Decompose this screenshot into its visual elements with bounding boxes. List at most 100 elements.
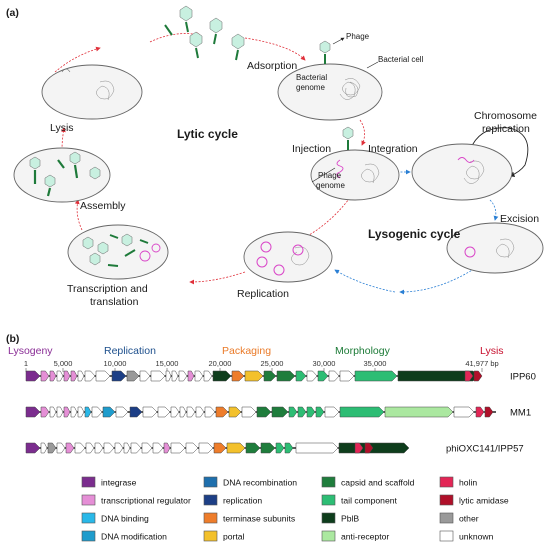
module-label: Lysis xyxy=(480,345,504,357)
gene-arrow xyxy=(102,406,116,418)
gene-arrow xyxy=(213,442,227,454)
legend-swatch xyxy=(321,494,336,506)
genome-name: phiOXC141/IPP57 xyxy=(446,444,524,455)
gene-arrow xyxy=(40,442,48,454)
legend-swatch xyxy=(439,476,454,488)
gene-arrow xyxy=(63,370,71,382)
axis-tick-label: 5,000 xyxy=(54,359,73,368)
gene-arrow xyxy=(256,406,272,418)
gene-arrow xyxy=(65,442,75,454)
module-label: Replication xyxy=(104,345,156,357)
phage-genome-callout-2: genome xyxy=(316,181,345,190)
bacterial-cell-callout: Bacterial cell xyxy=(378,55,424,64)
gene-arrow xyxy=(263,370,277,382)
gene-arrow xyxy=(384,406,454,418)
gene-arrow xyxy=(338,442,410,454)
gene-arrow xyxy=(324,406,340,418)
gene-arrow xyxy=(141,442,153,454)
legend-label: other xyxy=(459,514,479,524)
gene-arrow xyxy=(297,406,307,418)
phage-genome-callout-1: Phage xyxy=(318,171,342,180)
gene-arrow xyxy=(171,370,179,382)
gene-arrow xyxy=(194,370,204,382)
legend-label: PblB xyxy=(341,514,359,524)
gene-arrow xyxy=(354,442,364,454)
gene-arrow xyxy=(77,370,85,382)
genome-name: IPP60 xyxy=(510,372,536,383)
axis-tick-label: 1 xyxy=(24,359,28,368)
gene-arrow xyxy=(157,406,171,418)
gene-arrow xyxy=(179,406,187,418)
legend-swatch xyxy=(203,512,218,524)
released-phages xyxy=(164,5,245,61)
legend-label: portal xyxy=(223,532,245,542)
gene-arrow xyxy=(115,406,129,418)
cell-lysis xyxy=(41,64,143,120)
legend-swatch xyxy=(321,530,336,542)
cell-integration xyxy=(411,143,513,201)
gene-arrow xyxy=(47,442,57,454)
axis-tick-label: 41,977 bp xyxy=(465,359,498,368)
gene-arrow xyxy=(244,370,264,382)
phage-callout: Phage xyxy=(346,32,370,41)
gene-arrow xyxy=(473,370,483,382)
gene-arrow xyxy=(186,406,196,418)
cell-excision xyxy=(446,222,544,274)
gene-arrow xyxy=(56,406,64,418)
stage-lysis: Lysis xyxy=(50,122,74,134)
gene-arrow xyxy=(103,442,115,454)
gene-arrow xyxy=(187,370,195,382)
legend-swatch xyxy=(81,512,96,524)
gene-arrow xyxy=(203,370,213,382)
stage-transcription-2: translation xyxy=(90,296,139,308)
axis-tick-label: 25,000 xyxy=(261,359,284,368)
gene-arrow xyxy=(129,406,143,418)
legend-label: lytic amidase xyxy=(459,496,509,506)
cell-adsorption xyxy=(277,63,383,121)
legend-label: unknown xyxy=(459,532,494,542)
legend-swatch xyxy=(203,476,218,488)
gene-arrow xyxy=(91,406,103,418)
legend-label: DNA recombination xyxy=(223,478,297,488)
gene-arrow xyxy=(295,370,307,382)
gene-arrow xyxy=(212,370,232,382)
gene-arrow xyxy=(25,370,41,382)
legend-label: terminase subunits xyxy=(223,514,295,524)
gene-arrow xyxy=(464,370,474,382)
gene-arrow xyxy=(241,406,257,418)
stage-replication: Replication xyxy=(237,288,289,300)
gene-arrow xyxy=(271,406,289,418)
gene-arrow xyxy=(49,370,57,382)
legend-swatch xyxy=(203,530,218,542)
legend-label: integrase xyxy=(101,478,137,488)
axis-tick-label: 20,000 xyxy=(209,359,232,368)
gene-arrow xyxy=(126,370,140,382)
gene-arrow xyxy=(40,406,50,418)
bacterial-genome-callout-2: genome xyxy=(296,83,325,92)
gene-arrow xyxy=(276,370,296,382)
legend-label: capsid and scaffold xyxy=(341,478,415,488)
injecting-phage xyxy=(342,126,354,150)
gene-arrow xyxy=(204,406,216,418)
gene-arrow xyxy=(178,370,188,382)
gene-arrow xyxy=(165,370,172,382)
panel-b-letter: (b) xyxy=(6,333,19,345)
cell-replication xyxy=(243,231,333,283)
gene-arrow xyxy=(25,442,41,454)
legend-swatch xyxy=(439,530,454,542)
gene-arrow xyxy=(74,442,86,454)
gene-arrow xyxy=(114,442,124,454)
gene-arrow xyxy=(484,406,494,418)
legend-label: DNA binding xyxy=(101,514,149,524)
stage-assembly: Assembly xyxy=(80,200,126,212)
cell-injection xyxy=(310,149,400,201)
gene-arrow xyxy=(306,406,316,418)
gene-arrow xyxy=(170,442,186,454)
stage-transcription-1: Transcription and xyxy=(67,283,148,295)
gene-arrow xyxy=(49,406,57,418)
title-lysogenic-cycle: Lysogenic cycle xyxy=(368,227,461,241)
gene-arrow xyxy=(56,370,64,382)
